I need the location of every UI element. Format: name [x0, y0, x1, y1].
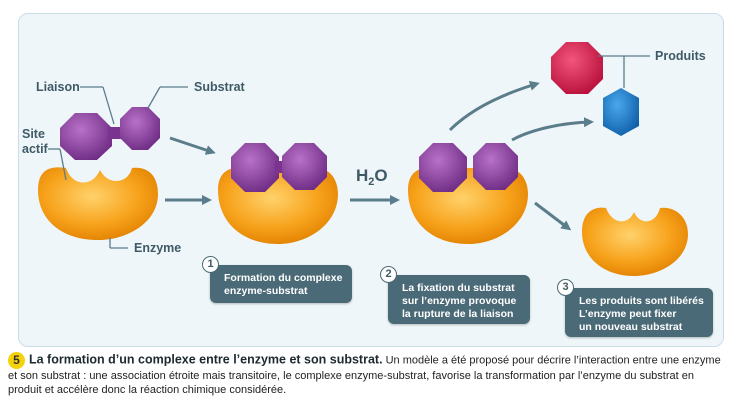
- free-substrate: [60, 107, 160, 160]
- step-1-text: Formation du complexe enzyme-substrat: [224, 272, 343, 297]
- arrow-to-blue-product: [511, 117, 594, 142]
- svg-text:H2O: H2O: [356, 166, 388, 188]
- caption-body: Un modèle a été proposé pour décrire l’i…: [8, 354, 721, 396]
- label-liaison: Liaison: [36, 80, 115, 125]
- svg-text:actif: actif: [22, 142, 49, 156]
- bond: [108, 127, 122, 139]
- product-blue: [603, 88, 639, 136]
- arrow-to-red-product: [448, 80, 540, 132]
- step-2-text: La fixation du substrat sur l’enzyme pro…: [402, 282, 517, 320]
- cleaved-substrate: [419, 143, 518, 192]
- complex-substrate: [231, 143, 327, 192]
- arrow-substrate-to-complex: [169, 136, 216, 155]
- svg-text:Produits: Produits: [655, 49, 706, 63]
- figure-caption: 5 La formation d’un complexe entre l’enzy…: [8, 352, 728, 397]
- label-produits: Produits: [598, 49, 706, 88]
- arrow-to-free-enzyme: [534, 201, 572, 231]
- enzyme-substrate-diagram: Liaison Substrat Site actif Enzyme H2O: [22, 42, 706, 276]
- step-3-text: Les produits sont libérés L’enzyme peut …: [579, 295, 704, 333]
- h2o-label: H2O: [356, 166, 388, 188]
- step-1-number: 1: [202, 256, 219, 273]
- step-3-box: 3 Les produits sont libérés L’enzyme peu…: [557, 279, 713, 337]
- step-3-number: 3: [557, 279, 574, 296]
- caption-title: La formation d’un complexe entre l’enzym…: [29, 352, 383, 367]
- figure-number-badge: 5: [8, 352, 25, 369]
- product-red: [551, 42, 603, 94]
- svg-text:Site: Site: [22, 127, 45, 141]
- step-2-box: 2 La fixation du substrat sur l’enzyme p…: [380, 266, 530, 324]
- step-1-box: 1 Formation du complexe enzyme-substrat: [202, 256, 352, 303]
- label-site-actif: Site actif: [22, 127, 67, 181]
- label-enzyme: Enzyme: [109, 238, 181, 255]
- step-2-number: 2: [380, 266, 397, 283]
- svg-text:Liaison: Liaison: [36, 80, 80, 94]
- svg-text:Substrat: Substrat: [194, 80, 246, 94]
- svg-text:Enzyme: Enzyme: [134, 241, 181, 255]
- label-substrat: Substrat: [147, 80, 246, 109]
- free-enzyme: [38, 167, 158, 240]
- released-enzyme: [582, 207, 688, 276]
